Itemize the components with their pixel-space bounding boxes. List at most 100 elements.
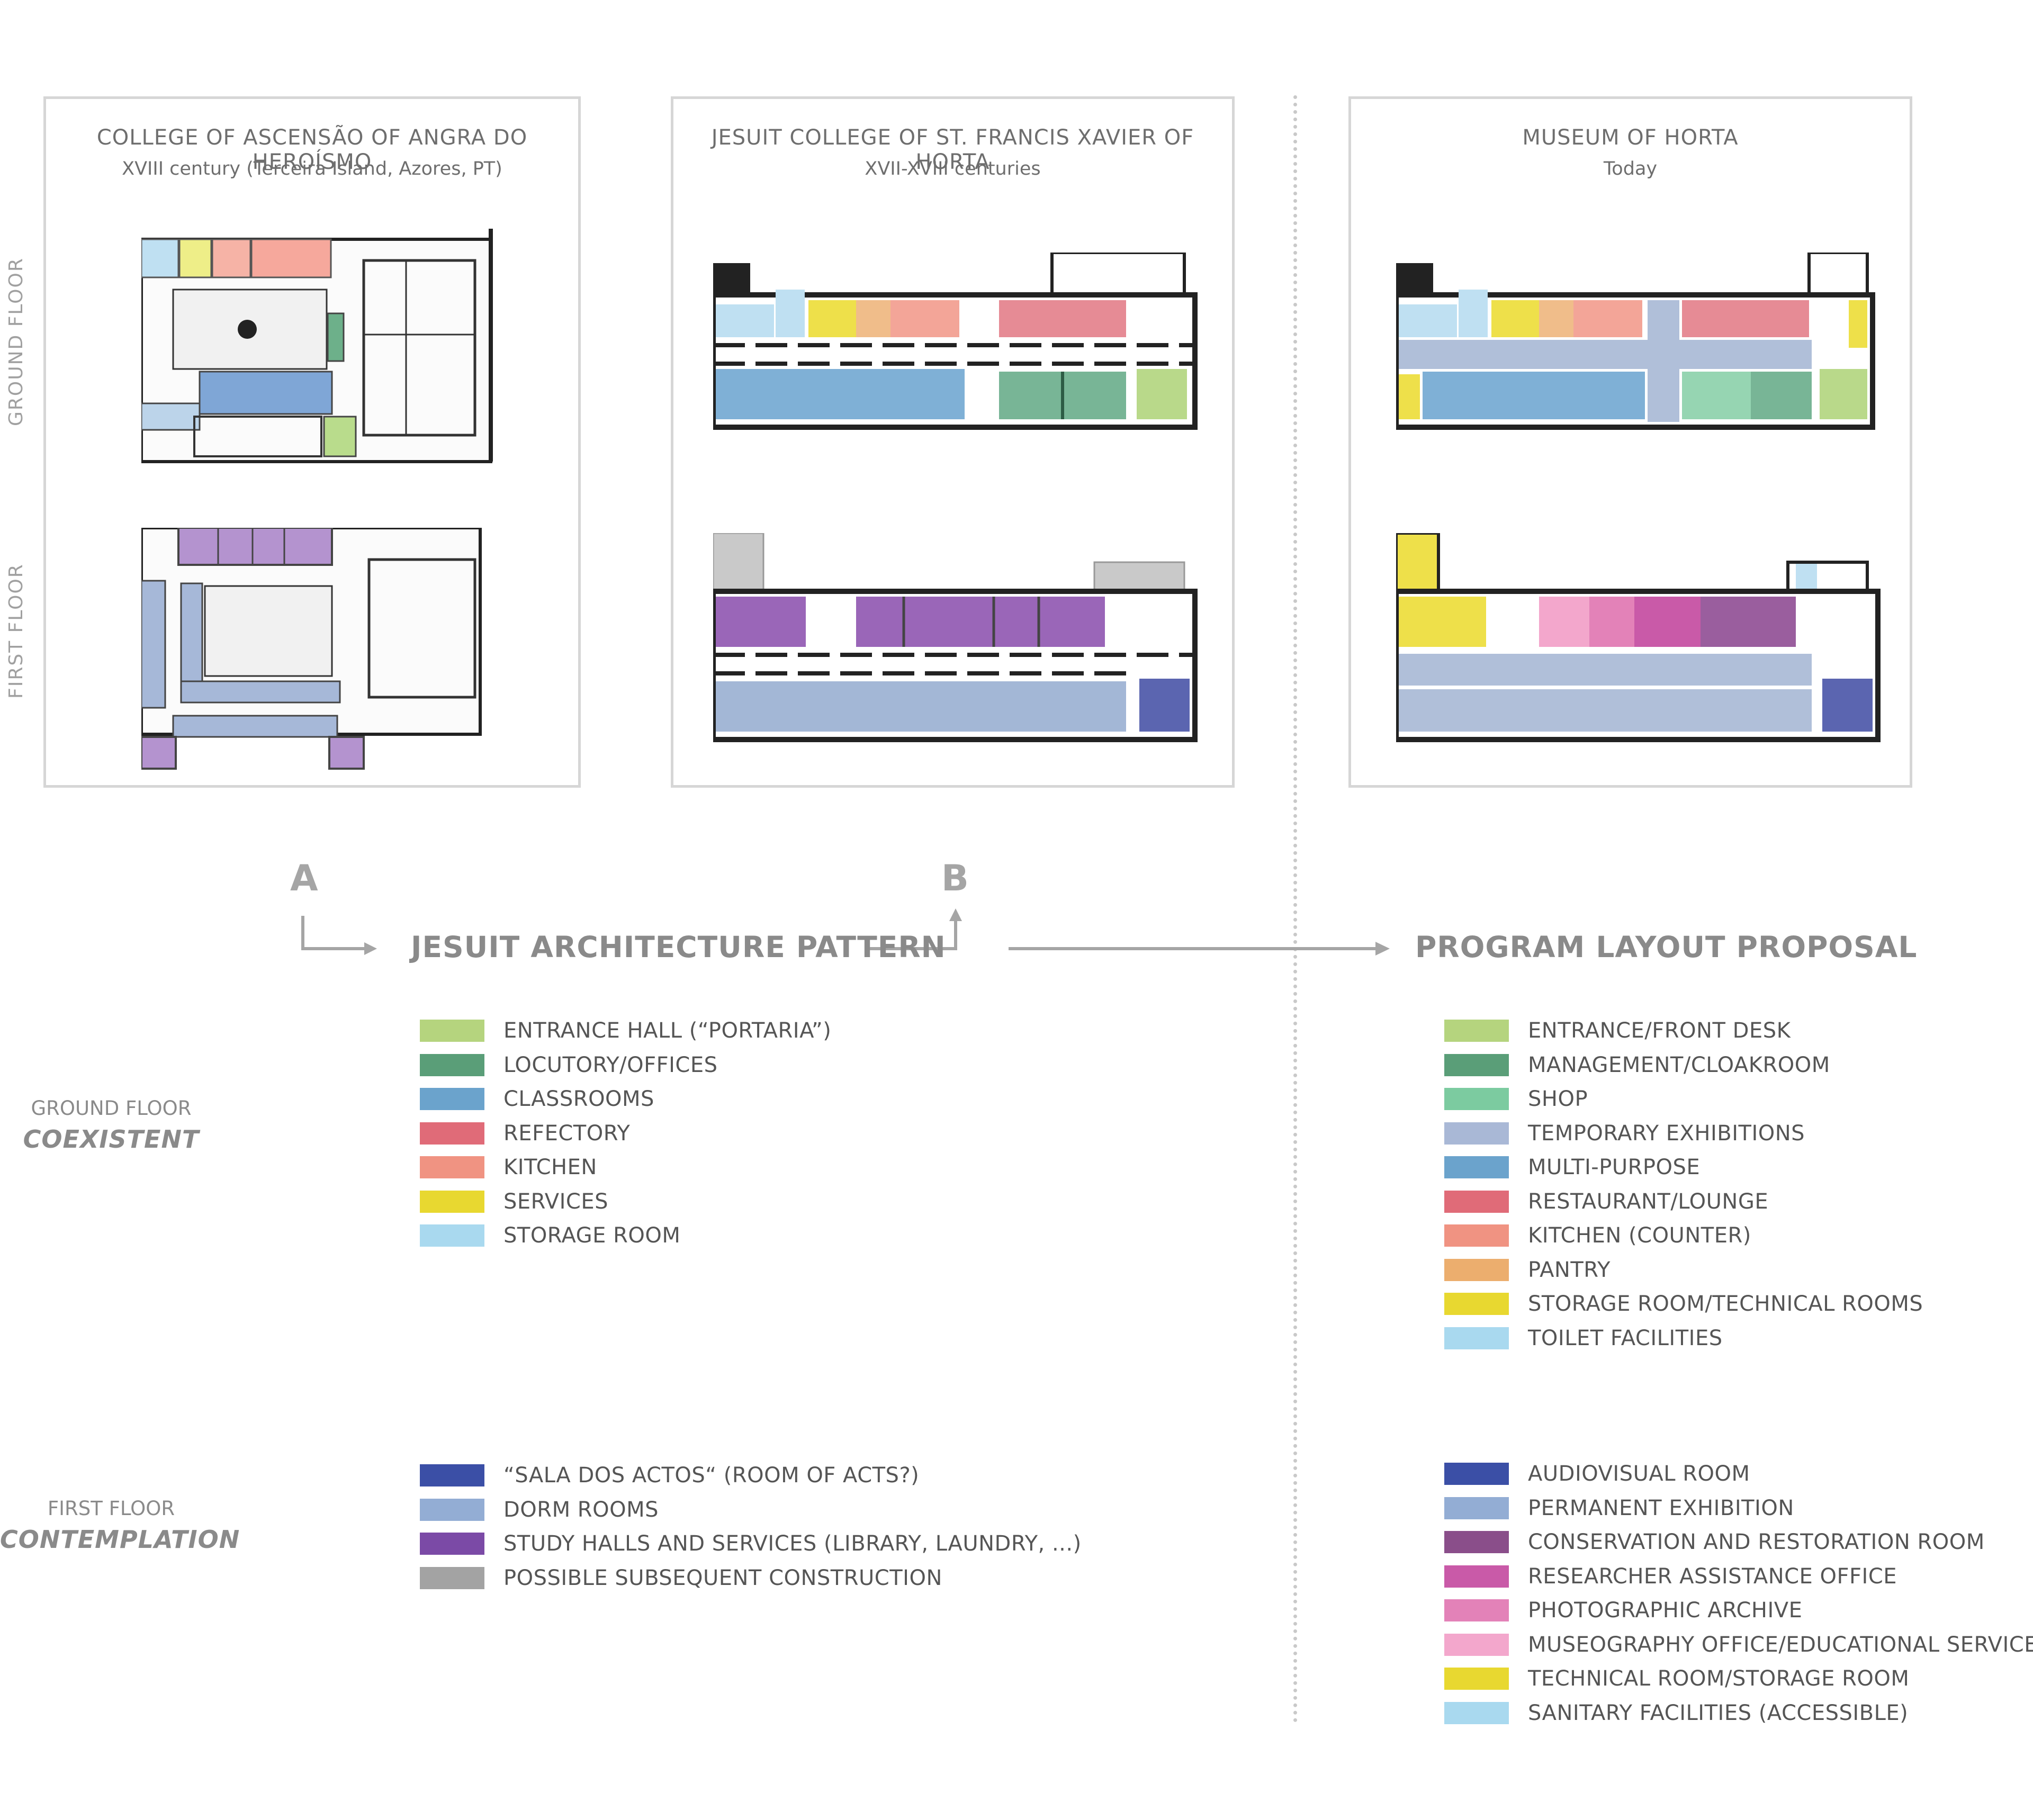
legend-label: MUSEOGRAPHY OFFICE/EDUCATIONAL SERVICES	[1528, 1632, 2033, 1657]
legend-swatch	[420, 1020, 484, 1042]
legend-swatch	[1444, 1088, 1509, 1111]
legend-label: CONSERVATION AND RESTORATION ROOM	[1528, 1530, 1985, 1555]
legend-swatch	[420, 1566, 484, 1589]
legend-label: STORAGE ROOM/TECHNICAL ROOMS	[1528, 1292, 1923, 1317]
legend-item: ENTRANCE HALL (“PORTARIA”)	[420, 1014, 831, 1048]
legend-label: TOILET FACILITIES	[1528, 1326, 1723, 1350]
legend-swatch	[1444, 1599, 1509, 1622]
panel-college-angra: COLLEGE OF ASCENSÃO OF ANGRA DO HEROÍSMO…	[43, 96, 581, 788]
legend-label: CLASSROOMS	[503, 1087, 654, 1112]
legend-label: STORAGE ROOM	[503, 1223, 681, 1248]
legend-swatch	[1444, 1258, 1509, 1281]
legend-item: PHOTOGRAPHIC ARCHIVE	[1444, 1593, 1802, 1628]
heading-proposal: PROGRAM LAYOUT PROPOSAL	[1415, 930, 1918, 964]
legend-label: LOCUTORY/OFFICES	[503, 1052, 718, 1077]
legend-swatch	[420, 1088, 484, 1111]
legend-swatch	[1444, 1668, 1509, 1690]
legend-label: “SALA DOS ACTOS“ (ROOM OF ACTS?)	[503, 1463, 920, 1488]
legend-item: LOCUTORY/OFFICES	[420, 1048, 717, 1083]
ground-floor-label: GROUND FLOOR	[5, 257, 27, 426]
legend-label: RESEARCHER ASSISTANCE OFFICE	[1528, 1564, 1897, 1589]
legend-label: KITCHEN	[503, 1155, 597, 1180]
panel-subtitle: Today	[1603, 158, 1658, 179]
legend-item: DORM ROOMS	[420, 1493, 658, 1527]
group-first-title: FIRST FLOOR	[47, 1497, 175, 1520]
legend-item: KITCHEN (COUNTER)	[1444, 1219, 1751, 1253]
legend-swatch	[420, 1156, 484, 1179]
legend-item: SERVICES	[420, 1185, 608, 1219]
legend-item: ENTRANCE/FRONT DESK	[1444, 1014, 1791, 1048]
legend-item: RESEARCHER ASSISTANCE OFFICE	[1444, 1560, 1897, 1594]
group-ground-title: GROUND FLOOR	[31, 1097, 192, 1120]
legend-swatch	[1444, 1190, 1509, 1213]
legend-label: POSSIBLE SUBSEQUENT CONSTRUCTION	[503, 1565, 942, 1590]
legend-swatch	[1444, 1293, 1509, 1316]
legend-item: SANITARY FACILITIES (ACCESSIBLE)	[1444, 1696, 1908, 1731]
legend-proposal-first: AUDIOVISUAL ROOM PERMANENT EXHIBITION CONS…	[1444, 1457, 2033, 1731]
panel-museum-horta: MUSEUM OF HORTA Today	[1348, 96, 1912, 788]
legend-label: REFECTORY	[503, 1121, 631, 1146]
first-floor-plan	[1396, 533, 1881, 742]
panel-title: MUSEUM OF HORTA	[1522, 125, 1739, 150]
legend-item: PANTRY	[1444, 1253, 1610, 1287]
legend-label: AUDIOVISUAL ROOM	[1528, 1462, 1750, 1486]
legend-label: SHOP	[1528, 1087, 1588, 1112]
legend-item: STORAGE ROOM/TECHNICAL ROOMS	[1444, 1287, 1923, 1321]
first-floor-plan	[713, 533, 1198, 742]
first-floor-plan	[141, 528, 482, 770]
flow-arrows	[301, 908, 1390, 956]
legend-item: REFECTORY	[420, 1116, 630, 1151]
legend-item: RESTAURANT/LOUNGE	[1444, 1185, 1768, 1219]
legend-swatch	[420, 1190, 484, 1213]
legend-swatch	[420, 1053, 484, 1076]
legend-label: PERMANENT EXHIBITION	[1528, 1495, 1794, 1520]
marker-a: A	[290, 858, 318, 899]
legend-item: TECHNICAL ROOM/STORAGE ROOM	[1444, 1662, 1909, 1696]
legend-label: SANITARY FACILITIES (ACCESSIBLE)	[1528, 1700, 1909, 1725]
panel-title: JESUIT COLLEGE OF ST. FRANCIS XAVIER OF …	[711, 125, 1194, 174]
legend-item: CONSERVATION AND RESTORATION ROOM	[1444, 1525, 1984, 1560]
legend-swatch	[1444, 1497, 1509, 1519]
group-first: FIRST FLOOR CONTEMPLATION	[0, 1497, 239, 1554]
legend-label: PHOTOGRAPHIC ARCHIVE	[1528, 1598, 1803, 1623]
legend-item: STORAGE ROOM	[420, 1219, 680, 1253]
ground-floor-plan	[1396, 253, 1875, 430]
panel-title: COLLEGE OF ASCENSÃO OF ANGRA DO HEROÍSMO	[96, 125, 528, 174]
legend-proposal-ground: ENTRANCE/FRONT DESK MANAGEMENT/CLOAKROOM S…	[1444, 1014, 1923, 1355]
legend-item: SHOP	[1444, 1082, 1588, 1116]
legend-item: MUSEOGRAPHY OFFICE/EDUCATIONAL SERVICES	[1444, 1628, 2033, 1662]
group-ground-subtitle: COEXISTENT	[23, 1125, 200, 1154]
heading-pattern: JESUIT ARCHITECTURE PATTERN	[411, 930, 946, 964]
ground-floor-plan	[141, 229, 493, 463]
legend-item: TEMPORARY EXHIBITIONS	[1444, 1116, 1805, 1151]
legend-swatch	[420, 1464, 484, 1487]
legend-item: STUDY HALLS AND SERVICES (LIBRARY, LAUND…	[420, 1527, 1081, 1561]
legend-label: RESTAURANT/LOUNGE	[1528, 1189, 1769, 1214]
legend-swatch	[1444, 1053, 1509, 1076]
legend-swatch	[1444, 1701, 1509, 1724]
ground-floor-plan	[713, 253, 1198, 430]
legend-swatch	[1444, 1224, 1509, 1247]
panel-subtitle: XVIII century (Terceira Island, Azores, …	[122, 158, 502, 179]
legend-swatch	[1444, 1020, 1509, 1042]
panel-jesuit-college-horta: JESUIT COLLEGE OF ST. FRANCIS XAVIER OF …	[671, 96, 1235, 788]
legend-swatch	[1444, 1633, 1509, 1656]
legend-item: AUDIOVISUAL ROOM	[1444, 1457, 1750, 1491]
legend-label: TECHNICAL ROOM/STORAGE ROOM	[1528, 1666, 1910, 1691]
legend-label: TEMPORARY EXHIBITIONS	[1528, 1121, 1805, 1146]
legend-item: MULTI-PURPOSE	[1444, 1150, 1700, 1185]
legend-item: “SALA DOS ACTOS“ (ROOM OF ACTS?)	[420, 1458, 919, 1493]
group-ground: GROUND FLOOR COEXISTENT	[0, 1097, 222, 1154]
legend-swatch	[1444, 1156, 1509, 1179]
legend-label: DORM ROOMS	[503, 1497, 659, 1522]
legend-label: SERVICES	[503, 1189, 609, 1214]
legend-swatch	[1444, 1327, 1509, 1349]
legend-label: ENTRANCE HALL (“PORTARIA”)	[503, 1019, 832, 1043]
legend-label: MANAGEMENT/CLOAKROOM	[1528, 1052, 1830, 1077]
legend-swatch	[420, 1498, 484, 1521]
legend-pattern-first: “SALA DOS ACTOS“ (ROOM OF ACTS?) DORM ROO…	[420, 1458, 1081, 1595]
marker-b: B	[941, 858, 969, 899]
first-floor-label: FIRST FLOOR	[5, 563, 27, 699]
panel-subtitle: XVII-XVIII centuries	[865, 158, 1041, 179]
legend-label: MULTI-PURPOSE	[1528, 1155, 1701, 1180]
